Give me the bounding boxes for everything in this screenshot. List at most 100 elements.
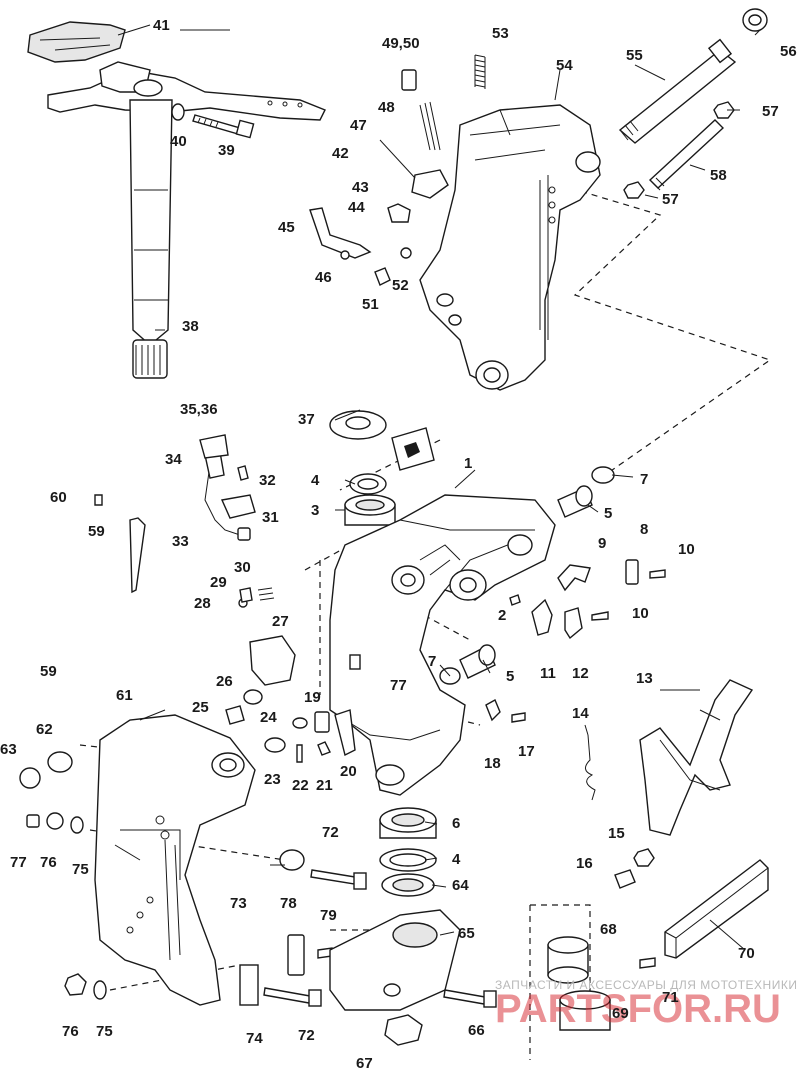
callout-75b: 75 bbox=[96, 1023, 113, 1040]
callout-65: 65 bbox=[458, 925, 475, 942]
callout-42: 42 bbox=[332, 145, 349, 162]
washer-73 bbox=[279, 849, 305, 871]
callout-72b: 72 bbox=[298, 1027, 315, 1044]
bushing-6 bbox=[379, 807, 437, 839]
bushing-77a bbox=[26, 814, 40, 828]
callout-16: 16 bbox=[576, 855, 593, 872]
screw-2 bbox=[509, 594, 521, 606]
bolt-72b bbox=[263, 987, 322, 1007]
washer-75b bbox=[93, 980, 107, 1000]
callout-72a: 72 bbox=[322, 824, 339, 841]
callout-2: 2 bbox=[498, 607, 506, 624]
callout-70: 70 bbox=[738, 945, 755, 962]
callout-1: 1 bbox=[464, 455, 472, 472]
callout-7b: 7 bbox=[428, 653, 436, 670]
plug-25 bbox=[225, 705, 245, 725]
callout-10b: 10 bbox=[632, 605, 649, 622]
lever-20 bbox=[334, 709, 356, 757]
screw-71 bbox=[639, 957, 656, 969]
screw-32 bbox=[237, 465, 249, 481]
callout-66: 66 bbox=[468, 1022, 485, 1039]
connector-33 bbox=[237, 527, 251, 541]
callout-48: 48 bbox=[378, 99, 395, 116]
callout-28: 28 bbox=[194, 595, 211, 612]
callout-67: 67 bbox=[356, 1055, 373, 1072]
nut-57a bbox=[713, 101, 735, 119]
callout-4b: 4 bbox=[452, 851, 461, 868]
callout-68: 68 bbox=[600, 921, 617, 938]
spline-64 bbox=[381, 873, 435, 897]
callout-6: 6 bbox=[452, 815, 460, 832]
screw-17 bbox=[511, 712, 526, 723]
screw-60 bbox=[94, 494, 103, 506]
plate-8 bbox=[625, 559, 639, 585]
bracket-12 bbox=[564, 607, 583, 640]
latch-18 bbox=[485, 699, 501, 722]
stern-bracket-1 bbox=[329, 494, 556, 796]
plate-78 bbox=[287, 934, 305, 976]
watermark: ЗАПЧАСТИ И АКСЕССУАРЫ ДЛЯ МОТОТЕХНИКИ PA… bbox=[495, 978, 797, 1031]
callout-33: 33 bbox=[172, 533, 189, 550]
pin-29 bbox=[239, 587, 253, 603]
callout-labels: 41 40 39 38 49,50 53 54 55 56 57 58 57 4… bbox=[0, 17, 797, 1072]
sender-35-36 bbox=[199, 434, 229, 459]
spring-30 bbox=[257, 587, 275, 601]
callout-75a: 75 bbox=[72, 861, 89, 878]
nut-76a bbox=[46, 812, 64, 830]
callout-74: 74 bbox=[246, 1030, 263, 1047]
tube-58 bbox=[648, 119, 725, 191]
callout-25: 25 bbox=[192, 699, 209, 716]
clip-21 bbox=[317, 741, 331, 756]
callout-14: 14 bbox=[572, 705, 589, 722]
callout-24: 24 bbox=[260, 709, 277, 726]
callout-41: 41 bbox=[153, 17, 170, 34]
plug-16 bbox=[614, 869, 636, 889]
bracket-11 bbox=[531, 598, 553, 636]
screw-10b bbox=[591, 611, 609, 621]
bracket-19 bbox=[314, 711, 330, 733]
swivel-bracket-54 bbox=[419, 104, 601, 391]
callout-32: 32 bbox=[259, 472, 276, 489]
callout-53: 53 bbox=[492, 25, 509, 42]
callout-5a: 5 bbox=[604, 505, 612, 522]
callout-62: 62 bbox=[36, 721, 53, 738]
callout-31: 31 bbox=[262, 509, 279, 526]
callout-56: 56 bbox=[780, 43, 797, 60]
clip-9 bbox=[557, 564, 591, 592]
tilt-switch-assembly bbox=[309, 69, 449, 286]
callout-69: 69 bbox=[612, 1005, 629, 1022]
bolt-66 bbox=[443, 989, 497, 1008]
rod-59 bbox=[129, 517, 146, 594]
callout-39: 39 bbox=[218, 142, 235, 159]
seal-37 bbox=[329, 410, 387, 440]
washer-26 bbox=[243, 689, 263, 705]
pin-5a bbox=[557, 485, 593, 518]
cap-56 bbox=[742, 8, 768, 32]
callout-57a: 57 bbox=[762, 103, 779, 120]
spring-14 bbox=[585, 734, 596, 801]
callout-64: 64 bbox=[452, 877, 469, 894]
callout-59a: 59 bbox=[88, 523, 105, 540]
callout-51: 51 bbox=[362, 296, 379, 313]
callout-58: 58 bbox=[710, 167, 727, 184]
spring-53 bbox=[474, 54, 486, 89]
bushing-68 bbox=[547, 936, 589, 984]
callout-61: 61 bbox=[116, 687, 133, 704]
callout-55: 55 bbox=[626, 47, 643, 64]
callout-29: 29 bbox=[210, 574, 227, 591]
callout-15: 15 bbox=[608, 825, 625, 842]
nut-57b bbox=[623, 181, 645, 199]
leader-lines bbox=[117, 24, 761, 951]
screw-10a bbox=[649, 569, 666, 579]
callout-46: 46 bbox=[315, 269, 332, 286]
cap-23 bbox=[264, 737, 286, 753]
callout-43: 43 bbox=[352, 179, 369, 196]
callout-19: 19 bbox=[304, 689, 321, 706]
callout-40: 40 bbox=[170, 133, 187, 150]
callout-47: 47 bbox=[350, 117, 367, 134]
callout-71: 71 bbox=[662, 989, 679, 1006]
steering-shaft-assembly bbox=[27, 21, 326, 379]
callout-60: 60 bbox=[50, 489, 67, 506]
callout-4a: 4 bbox=[311, 472, 320, 489]
callout-77b: 77 bbox=[10, 854, 27, 871]
